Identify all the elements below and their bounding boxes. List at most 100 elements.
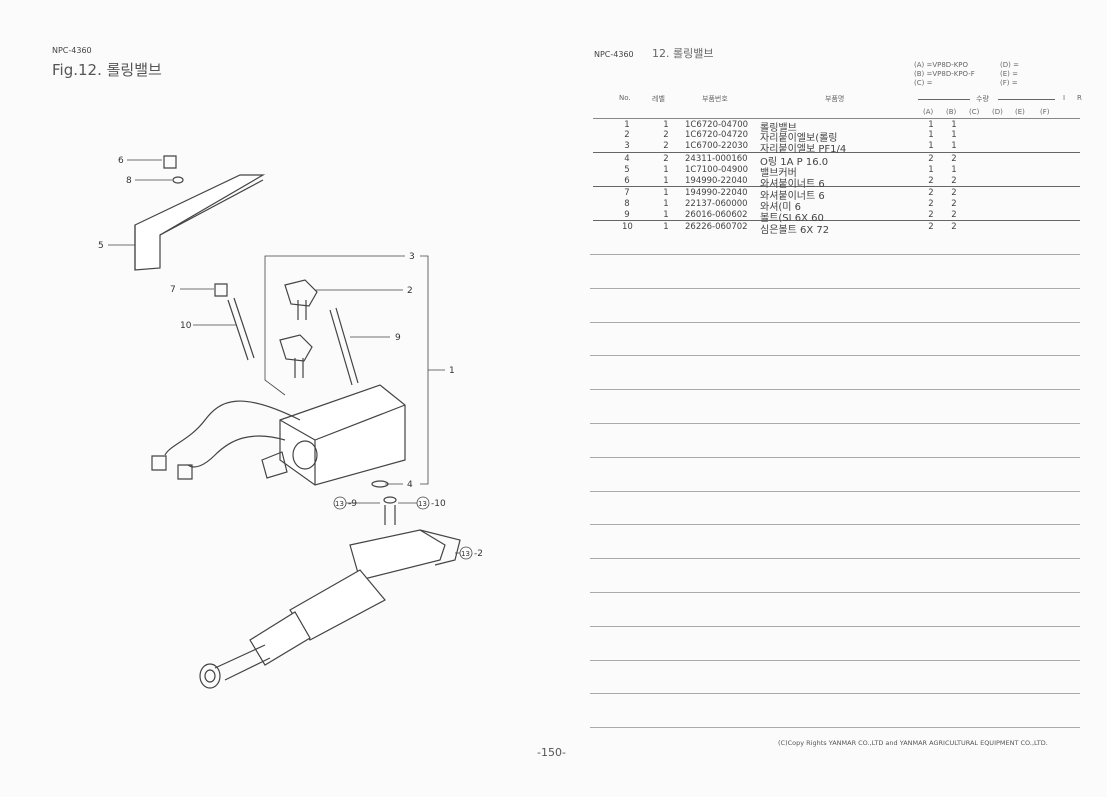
- callout-13-circle-c: 13: [461, 550, 470, 558]
- cell-level: 1: [663, 210, 669, 220]
- cell-a: 2: [928, 199, 934, 209]
- copyright: (C)Copy Rights YANMAR CO.,LTD and YANMAR…: [778, 739, 1048, 747]
- callout-6: 6: [118, 156, 124, 166]
- header-qty: 수량: [976, 95, 989, 103]
- table-rule: [590, 592, 1080, 593]
- callout-1: 1: [449, 366, 455, 376]
- callout-7: 7: [170, 285, 176, 295]
- figure-title: Fig.12. 롤링밸브: [52, 61, 162, 79]
- callout-8: 8: [126, 176, 132, 186]
- callout-4: 4: [407, 480, 413, 490]
- cell-a: 1: [928, 141, 934, 151]
- table-rule: [590, 457, 1080, 458]
- model-a: (A) =VP8D-KPO: [914, 61, 969, 69]
- cell-level: 2: [663, 130, 669, 140]
- header-no: No.: [619, 94, 631, 102]
- model-d: (D) =: [1000, 61, 1019, 69]
- cell-level: 2: [663, 141, 669, 151]
- cell-part-no: 24311-000160: [685, 154, 748, 164]
- header-qty-f: (F): [1040, 108, 1050, 116]
- cell-a: 2: [928, 188, 934, 198]
- callout-13-2: -2: [474, 549, 483, 559]
- cell-b: 2: [951, 176, 957, 186]
- cell-a: 1: [928, 120, 934, 130]
- table-rule: [590, 288, 1080, 289]
- cell-part-name: 심은볼트 6X 72: [760, 225, 830, 236]
- table-rule: [590, 558, 1080, 559]
- cell-a: 1: [928, 165, 934, 175]
- cell-no: 10: [622, 222, 633, 232]
- model-e: (E) =: [1000, 70, 1018, 78]
- callout-9: 9: [395, 333, 401, 343]
- cell-part-name: 볼트(SI 6X 60: [760, 213, 824, 224]
- table-rule: [590, 423, 1080, 424]
- section-title: 12. 롤링밸브: [652, 47, 714, 60]
- callout-10: 10: [180, 321, 192, 331]
- cell-level: 1: [663, 222, 669, 232]
- cell-part-name: 롤링밸브: [760, 123, 797, 134]
- cell-level: 1: [663, 176, 669, 186]
- cell-part-no: 1C6720-04720: [685, 130, 749, 140]
- cell-no: 8: [624, 199, 630, 209]
- cell-level: 1: [663, 165, 669, 175]
- cell-no: 6: [624, 176, 630, 186]
- right-page-code: NPC-4360: [594, 50, 634, 59]
- table-rule: [590, 389, 1080, 390]
- table-rule: [590, 660, 1080, 661]
- cell-b: 2: [951, 210, 957, 220]
- cell-no: 3: [624, 141, 630, 151]
- cell-no: 4: [624, 154, 630, 164]
- callout-13-9: -9: [348, 499, 357, 509]
- cell-a: 1: [928, 130, 934, 140]
- callout-5: 5: [98, 241, 104, 251]
- cell-part-no: 22137-060000: [685, 199, 748, 209]
- cell-no: 5: [624, 165, 630, 175]
- model-f: (F) =: [1000, 79, 1018, 87]
- table-rule: [590, 254, 1080, 255]
- cell-part-name: 와셔(미 6: [760, 202, 802, 213]
- cell-part-no: 1C7100-04900: [685, 165, 749, 175]
- cell-part-no: 1C6700-22030: [685, 141, 749, 151]
- table-rule: [590, 727, 1080, 728]
- header-qty-c: (C): [969, 108, 980, 116]
- cell-a: 2: [928, 176, 934, 186]
- cell-b: 1: [951, 130, 957, 140]
- exploded-parts-diagram: 6 8 5 7 10 3 2 9 1 4 13 -9 13 -10 13 -2: [98, 155, 483, 689]
- header-qty-e: (E): [1015, 108, 1025, 116]
- page-number: -150-: [537, 746, 566, 759]
- cell-a: 2: [928, 210, 934, 220]
- cell-b: 2: [951, 154, 957, 164]
- cell-part-name: O링 1A P 16.0: [760, 157, 829, 168]
- cell-no: 9: [624, 210, 630, 220]
- model-c: (C) =: [914, 79, 933, 87]
- cell-part-name: 와셔붙이너트 6: [760, 179, 825, 190]
- header-part-name: 부품명: [825, 95, 845, 103]
- header-qty-b: (B): [946, 108, 957, 116]
- cell-part-name: 와셔붙이너트 6: [760, 191, 825, 202]
- left-page-code: NPC-4360: [52, 46, 92, 55]
- cell-part-no: 1C6720-04700: [685, 120, 749, 130]
- callout-13-circle-b: 13: [418, 500, 427, 508]
- header-i: I: [1063, 94, 1066, 102]
- cell-level: 2: [663, 154, 669, 164]
- cell-level: 1: [663, 199, 669, 209]
- cell-b: 1: [951, 165, 957, 175]
- header-level: 레벨: [652, 95, 665, 103]
- table-rule: [590, 524, 1080, 525]
- header-part-no: 부품번호: [702, 95, 728, 103]
- table-rule: [590, 626, 1080, 627]
- table-rule: [590, 355, 1080, 356]
- cell-part-no: 26226-060702: [685, 222, 748, 232]
- callout-3: 3: [409, 252, 415, 262]
- cell-b: 1: [951, 141, 957, 151]
- cell-part-name: 밸브커버: [760, 168, 797, 179]
- cell-level: 1: [663, 120, 669, 130]
- cell-part-no: 194990-22040: [685, 188, 748, 198]
- cell-b: 1: [951, 120, 957, 130]
- callout-13-10: -10: [431, 499, 446, 509]
- header-qty-d: (D): [992, 108, 1003, 116]
- cell-part-no: 26016-060602: [685, 210, 748, 220]
- cell-no: 1: [624, 120, 630, 130]
- cell-part-name: 자리붙이엘보(롤링: [760, 133, 838, 144]
- cell-a: 2: [928, 222, 934, 232]
